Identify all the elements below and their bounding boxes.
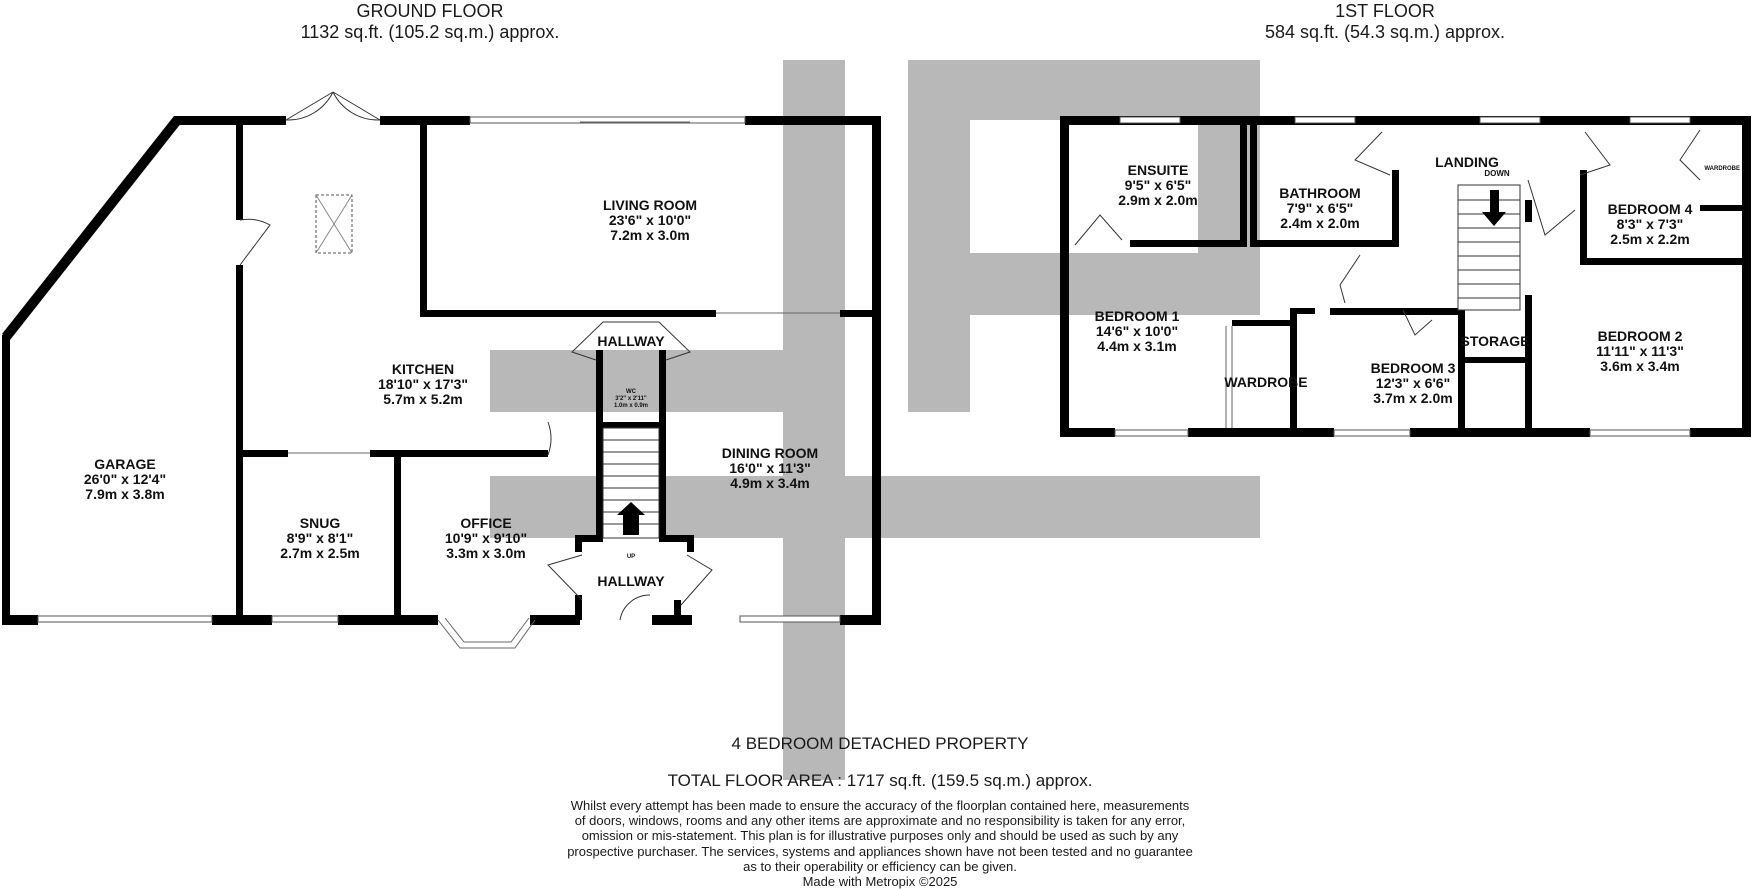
- room-label-bedroom3: BEDROOM 3 12'3" x 6'6" 3.7m x 2.0m: [1371, 360, 1456, 406]
- disclaimer: Whilst every attempt has been made to en…: [500, 798, 1260, 889]
- svg-text:SNUG: SNUG: [300, 515, 341, 531]
- room-label-ensuite: ENSUITE 9'5" x 6'5" 2.9m x 2.0m: [1118, 162, 1197, 208]
- svg-text:4.4m x 3.1m: 4.4m x 3.1m: [1097, 338, 1176, 354]
- ground-stairs: [602, 427, 660, 539]
- svg-text:BEDROOM 2: BEDROOM 2: [1598, 328, 1683, 344]
- first-floor-openings: [1074, 116, 1701, 437]
- stairs-down-label: DOWN: [1484, 169, 1510, 178]
- disclaimer-line: omission or mis-statement. This plan is …: [581, 828, 1179, 844]
- property-type: 4 BEDROOM DETACHED PROPERTY: [731, 734, 1029, 753]
- svg-text:11'11" x 11'3": 11'11" x 11'3": [1596, 343, 1684, 359]
- svg-text:7.9m x 3.8m: 7.9m x 3.8m: [85, 486, 164, 502]
- first-floor-title: 1ST FLOOR: [1335, 1, 1435, 21]
- room-label-hallway-top: HALLWAY: [597, 333, 665, 349]
- first-floor-area: 584 sq.ft. (54.3 sq.m.) approx.: [1264, 22, 1506, 42]
- svg-text:WC: WC: [626, 389, 637, 395]
- made-with: Made with Metropix ©2025: [802, 874, 958, 889]
- room-label-storage: STORAGE: [1461, 333, 1530, 349]
- svg-text:7.2m x 3.0m: 7.2m x 3.0m: [610, 227, 689, 243]
- svg-text:8'3" x 7'3": 8'3" x 7'3": [1617, 216, 1684, 232]
- first-floor-header: 1ST FLOOR 584 sq.ft. (54.3 sq.m.) approx…: [1175, 1, 1595, 43]
- svg-text:16'0" x 11'3": 16'0" x 11'3": [729, 460, 810, 476]
- svg-text:DINING ROOM: DINING ROOM: [722, 445, 818, 461]
- first-stairs: [1457, 184, 1521, 311]
- svg-text:BATHROOM: BATHROOM: [1279, 185, 1360, 201]
- ground-floor-header: GROUND FLOOR 1132 sq.ft. (105.2 sq.m.) a…: [220, 1, 640, 43]
- room-label-landing: LANDING: [1435, 154, 1499, 170]
- svg-text:9'5" x 6'5": 9'5" x 6'5": [1125, 177, 1192, 193]
- room-label-living: LIVING ROOM 23'6" x 10'0" 7.2m x 3.0m: [603, 197, 697, 243]
- ground-floor-title: GROUND FLOOR: [356, 1, 504, 21]
- svg-text:5.7m x 5.2m: 5.7m x 5.2m: [383, 391, 462, 407]
- svg-text:ENSUITE: ENSUITE: [1128, 162, 1189, 178]
- room-label-garage: GARAGE 26'0" x 12'4" 7.9m x 3.8m: [84, 456, 166, 502]
- first-floor-walls: [1060, 116, 1751, 437]
- svg-text:26'0" x 12'4": 26'0" x 12'4": [84, 471, 166, 487]
- svg-text:LIVING ROOM: LIVING ROOM: [603, 197, 697, 213]
- ground-floor-openings: [37, 91, 841, 649]
- svg-text:14'6" x 10'0": 14'6" x 10'0": [1096, 323, 1178, 339]
- svg-text:3.6m x 3.4m: 3.6m x 3.4m: [1600, 358, 1679, 374]
- svg-text:7'9" x 6'5": 7'9" x 6'5": [1287, 200, 1354, 216]
- stairs-up-label: UP: [627, 554, 635, 560]
- room-label-hallway: HALLWAY: [597, 573, 665, 589]
- svg-text:2.4m x 2.0m: 2.4m x 2.0m: [1280, 215, 1359, 231]
- svg-text:4.9m x 3.4m: 4.9m x 3.4m: [730, 475, 809, 491]
- room-label-office: OFFICE 10'9" x 9'10" 3.3m x 3.0m: [445, 515, 527, 561]
- svg-text:12'3" x 6'6": 12'3" x 6'6": [1376, 375, 1450, 391]
- svg-text:3.7m x 2.0m: 3.7m x 2.0m: [1373, 390, 1452, 406]
- svg-text:8'9" x 8'1": 8'9" x 8'1": [287, 530, 354, 546]
- ground-floor-walls: [2, 116, 881, 625]
- total-floor-area: TOTAL FLOOR AREA : 1717 sq.ft. (159.5 sq…: [667, 771, 1093, 790]
- room-label-bathroom: BATHROOM 7'9" x 6'5" 2.4m x 2.0m: [1279, 185, 1360, 231]
- ground-floor-area: 1132 sq.ft. (105.2 sq.m.) approx.: [300, 22, 560, 42]
- svg-text:GARAGE: GARAGE: [94, 456, 155, 472]
- svg-text:2.7m x 2.5m: 2.7m x 2.5m: [280, 545, 359, 561]
- svg-text:3'2" x 2'11": 3'2" x 2'11": [615, 396, 647, 402]
- svg-text:BEDROOM 3: BEDROOM 3: [1371, 360, 1456, 376]
- svg-text:BEDROOM 4: BEDROOM 4: [1608, 201, 1693, 217]
- svg-text:2.5m x 2.2m: 2.5m x 2.2m: [1610, 231, 1689, 247]
- room-label-bedroom4: BEDROOM 4 8'3" x 7'3" 2.5m x 2.2m: [1608, 201, 1693, 247]
- svg-text:3.3m x 3.0m: 3.3m x 3.0m: [446, 545, 525, 561]
- room-label-wardrobe-small: WARDROBE: [1704, 166, 1740, 172]
- room-label-bedroom2: BEDROOM 2 11'11" x 11'3" 3.6m x 3.4m: [1596, 328, 1684, 374]
- svg-text:2.9m x 2.0m: 2.9m x 2.0m: [1118, 192, 1197, 208]
- svg-text:KITCHEN: KITCHEN: [392, 361, 454, 377]
- svg-text:BEDROOM 1: BEDROOM 1: [1095, 308, 1180, 324]
- disclaimer-line: as to their operability or efficiency ca…: [743, 858, 1017, 874]
- disclaimer-line: Whilst every attempt has been made to en…: [570, 798, 1190, 813]
- svg-text:1.0m x 0.9m: 1.0m x 0.9m: [614, 403, 648, 409]
- disclaimer-line: of doors, windows, rooms and any other i…: [574, 813, 1186, 829]
- stairs-down-arrow-icon: [1482, 190, 1506, 226]
- room-label-kitchen: KITCHEN 18'10" x 17'3" 5.7m x 5.2m: [378, 361, 468, 407]
- svg-text:OFFICE: OFFICE: [460, 515, 511, 531]
- room-label-wc: WC 3'2" x 2'11" 1.0m x 0.9m: [614, 389, 648, 409]
- stairs-up-arrow-icon: [617, 502, 645, 535]
- svg-text:18'10" x 17'3": 18'10" x 17'3": [378, 376, 468, 392]
- room-label-snug: SNUG 8'9" x 8'1" 2.7m x 2.5m: [280, 515, 359, 561]
- svg-text:10'9" x 9'10": 10'9" x 9'10": [445, 530, 527, 546]
- room-label-bedroom1: BEDROOM 1 14'6" x 10'0" 4.4m x 3.1m: [1095, 308, 1180, 354]
- room-label-wardrobe: WARDROBE: [1224, 374, 1307, 390]
- room-label-dining: DINING ROOM 16'0" x 11'3" 4.9m x 3.4m: [722, 445, 818, 491]
- svg-text:23'6" x 10'0": 23'6" x 10'0": [609, 212, 691, 228]
- disclaimer-line: prospective purchaser. The services, sys…: [567, 843, 1193, 859]
